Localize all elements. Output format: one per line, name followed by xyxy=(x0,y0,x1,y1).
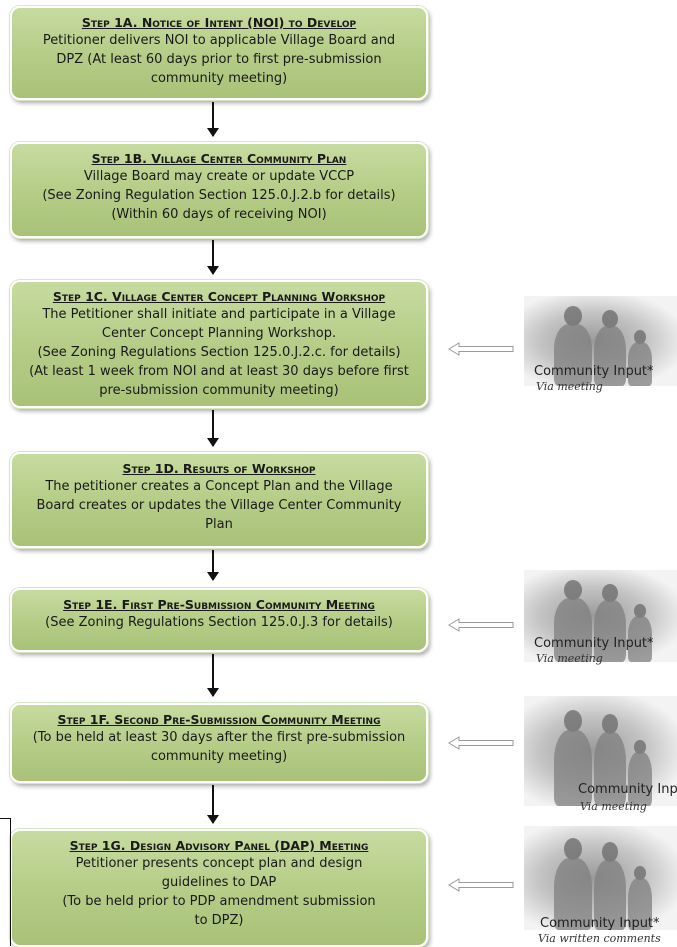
community-input-label-1: Community Input* xyxy=(534,364,654,379)
step-1b-line-1: Village Board may create or update VCCP xyxy=(83,169,355,184)
step-1d-title: Step 1D. Results of Workshop xyxy=(122,461,316,476)
step-1c-line-2: Center Concept Planning Workshop. xyxy=(101,326,337,341)
step-1b-title: Step 1B. Village Center Community Plan xyxy=(91,151,347,166)
step-1a-line-2: DPZ (At least 60 days prior to first pre… xyxy=(56,52,382,67)
input-arrow-1c xyxy=(448,342,514,356)
step-1c-line-4: (At least 1 week from NOI and at least 3… xyxy=(29,364,409,379)
step-1d-box: Step 1D. Results of Workshop The petitio… xyxy=(10,452,428,548)
step-1d-line-1: The petitioner creates a Concept Plan an… xyxy=(45,479,393,494)
step-1g-box: Step 1G. Design Advisory Panel (DAP) Mee… xyxy=(10,829,428,947)
step-1b-line-3: (Within 60 days of receiving NOI) xyxy=(111,207,327,222)
community-input-label-3: Community Input* xyxy=(578,782,677,797)
flow-arrow-1a-1b xyxy=(207,102,219,137)
input-arrow-1e xyxy=(448,618,514,632)
step-1g-title: Step 1G. Design Advisory Panel (DAP) Mee… xyxy=(69,838,369,853)
community-input-label-4: Community Input* xyxy=(540,916,660,931)
step-1f-title: Step 1F. Second Pre-Submission Community… xyxy=(57,712,381,727)
flow-arrow-1c-1d xyxy=(207,410,219,447)
step-1d-line-2: Board creates or updates the Village Cen… xyxy=(36,498,402,513)
community-input-via-3: Via meeting xyxy=(580,800,647,813)
step-1a-title: Step 1A. Notice of Intent (NOI) to Devel… xyxy=(81,15,357,30)
step-1g-line-2: guidelines to DAP xyxy=(161,875,277,890)
step-1f-line-1: (To be held at least 30 days after the f… xyxy=(32,730,406,745)
community-input-via-2: Via meeting xyxy=(536,652,603,665)
flow-arrow-1e-1f xyxy=(207,654,219,697)
step-1b-line-2: (See Zoning Regulation Section 125.0.J.2… xyxy=(42,188,396,203)
flow-arrow-1b-1c xyxy=(207,240,219,275)
community-photo-2 xyxy=(524,570,677,662)
step-1g-line-1: Petitioner presents concept plan and des… xyxy=(75,856,363,871)
input-arrow-1g xyxy=(448,878,514,892)
step-1e-title: Step 1E. First Pre-Submission Community … xyxy=(63,597,375,612)
step-1c-line-1: The Petitioner shall initiate and partic… xyxy=(42,307,396,322)
input-arrow-1f xyxy=(448,736,514,750)
community-photo-1 xyxy=(524,296,677,386)
step-1c-box: Step 1C. Village Center Concept Planning… xyxy=(10,280,428,408)
step-1a-box: Step 1A. Notice of Intent (NOI) to Devel… xyxy=(10,6,428,100)
community-input-label-2: Community Input* xyxy=(534,636,654,651)
step-1f-line-2: community meeting) xyxy=(150,749,288,764)
step-1c-title: Step 1C. Village Center Concept Planning… xyxy=(52,289,386,304)
flow-arrow-1f-1g xyxy=(207,785,219,824)
step-1b-box: Step 1B. Village Center Community Plan V… xyxy=(10,142,428,238)
left-bracket-line xyxy=(0,818,11,946)
step-1g-line-3: (To be held prior to PDP amendment submi… xyxy=(62,894,376,909)
flow-arrow-1d-1e xyxy=(207,550,219,581)
step-1d-line-3: Plan xyxy=(205,517,233,532)
community-photo-4 xyxy=(524,826,677,930)
step-1a-line-1: Petitioner delivers NOI to applicable Vi… xyxy=(42,33,396,48)
community-photo-3 xyxy=(524,696,677,806)
step-1c-line-3: (See Zoning Regulations Section 125.0.J.… xyxy=(37,345,401,360)
step-1a-line-3: community meeting) xyxy=(150,71,288,86)
community-input-via-1: Via meeting xyxy=(536,380,603,393)
step-1g-line-4: to DPZ) xyxy=(194,913,244,928)
step-1f-box: Step 1F. Second Pre-Submission Community… xyxy=(10,703,428,783)
community-input-via-4: Via written comments xyxy=(538,932,661,945)
step-1e-box: Step 1E. First Pre-Submission Community … xyxy=(10,588,428,652)
step-1c-line-5: pre-submission community meeting) xyxy=(99,383,339,398)
step-1e-line-1: (See Zoning Regulations Section 125.0.J.… xyxy=(45,615,393,630)
